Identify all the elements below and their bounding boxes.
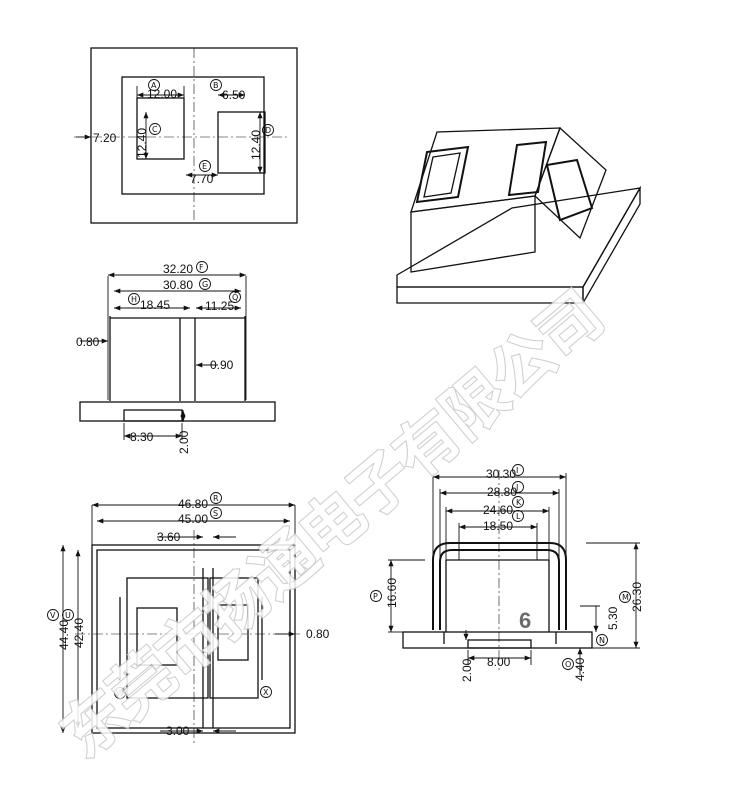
- dim-front-h: 18.45: [140, 298, 170, 312]
- dim-side-p: 16.60: [385, 578, 399, 608]
- side-pin-base: [467, 639, 532, 649]
- label-l: L: [516, 512, 521, 521]
- dim-top-h: 7.20: [93, 131, 117, 145]
- dim-side-m: 26.30: [630, 582, 644, 612]
- dim-side-base: 8.00: [487, 655, 511, 669]
- side-bracket-outer: [432, 542, 567, 630]
- label-w: W: [116, 689, 124, 698]
- bottom-view: 46.80 R 45.00 S 3.60 44.40 V 42.40 U 0.8…: [47, 492, 330, 745]
- dim-side-i: 30.30: [486, 467, 516, 481]
- dim-top-b: 6.50: [222, 88, 246, 102]
- label-h: H: [131, 295, 137, 304]
- label-j: J: [515, 483, 518, 492]
- iso-window-left: [415, 145, 470, 204]
- dim-bottom-v: 44.40: [57, 620, 71, 650]
- front-view: 32.20 F 30.80 G 18.45 H 11.25 Q 0.80 0.9…: [76, 261, 276, 454]
- side-bracket-inner: [439, 549, 560, 630]
- dim-bottom-u: 42.40: [72, 618, 86, 648]
- label-x: X: [263, 688, 269, 697]
- top-view-window-right: [217, 111, 266, 174]
- label-f: F: [199, 263, 204, 272]
- label-a: A: [151, 81, 157, 90]
- label-c: C: [152, 125, 158, 134]
- dim-bottom-b: 3.00: [166, 724, 190, 738]
- label-u: U: [65, 611, 71, 620]
- dim-front-f: 32.20: [163, 262, 193, 276]
- watermark-text: 东莞市扬通电子有限公司: [48, 277, 617, 771]
- page-number: 6: [519, 608, 531, 633]
- dim-side-o: 4.40: [573, 657, 587, 681]
- dim-front-q: 11.25: [205, 299, 234, 313]
- iso-window-side: [545, 158, 594, 222]
- label-q: Q: [232, 293, 238, 302]
- dim-front-base: 8.30: [130, 430, 154, 444]
- dim-front-w1: 0.80: [76, 335, 100, 349]
- dim-bottom-r: 46.80: [178, 497, 208, 511]
- top-view-window-left: [136, 97, 185, 160]
- top-view-inner-frame: [121, 76, 265, 195]
- label-r: R: [213, 494, 219, 503]
- dim-top-v1: 12.40: [135, 128, 149, 158]
- iso-body-front: [410, 195, 536, 273]
- label-i: I: [516, 466, 518, 475]
- label-p: P: [373, 592, 378, 601]
- dim-front-w2: 0.90: [210, 358, 234, 372]
- label-s: S: [213, 509, 218, 518]
- iso-base-side: [582, 185, 641, 306]
- dim-top-c: 7.70: [190, 172, 214, 186]
- label-e: E: [202, 162, 207, 171]
- isometric-view: [396, 126, 642, 306]
- iso-body-side: [534, 126, 607, 240]
- iso-base-top: [396, 187, 642, 288]
- dim-side-j: 28.80: [487, 485, 517, 499]
- dim-side-n: 5.30: [606, 606, 620, 630]
- label-d: D: [265, 126, 271, 135]
- bottom-view-inner: [96, 549, 291, 729]
- bottom-view-left-block: [126, 577, 209, 699]
- label-v: V: [50, 611, 56, 620]
- front-pin-base: [123, 409, 183, 422]
- dim-bottom-a: 3.60: [157, 530, 181, 544]
- side-view: 30.30 I 28.80 J 24.60 K 18.50 L 16.60 P: [370, 464, 644, 682]
- label-o: O: [565, 660, 571, 669]
- front-base: [79, 401, 276, 422]
- bottom-view-right-block: [209, 577, 259, 699]
- dim-front-pin: 2.00: [177, 430, 191, 454]
- top-view: 12.00 6.50 12.40 12.40 7.20 7.70 A B C D…: [74, 47, 298, 224]
- dim-top-v2: 12.40: [249, 130, 263, 160]
- label-k: K: [516, 498, 522, 507]
- dim-front-g: 30.80: [163, 278, 193, 292]
- dim-side-k: 24.60: [483, 503, 513, 517]
- iso-window-right: [507, 140, 548, 197]
- label-m: M: [622, 593, 629, 602]
- dim-side-pin: 2.00: [460, 658, 474, 682]
- label-n: N: [599, 636, 605, 645]
- label-b: B: [213, 81, 219, 90]
- label-g: G: [202, 280, 208, 289]
- dim-bottom-right: 0.80: [306, 627, 330, 641]
- dim-side-l: 18.50: [483, 519, 513, 533]
- dim-bottom-s: 45.00: [178, 512, 208, 526]
- bottom-view-outline: [91, 544, 296, 734]
